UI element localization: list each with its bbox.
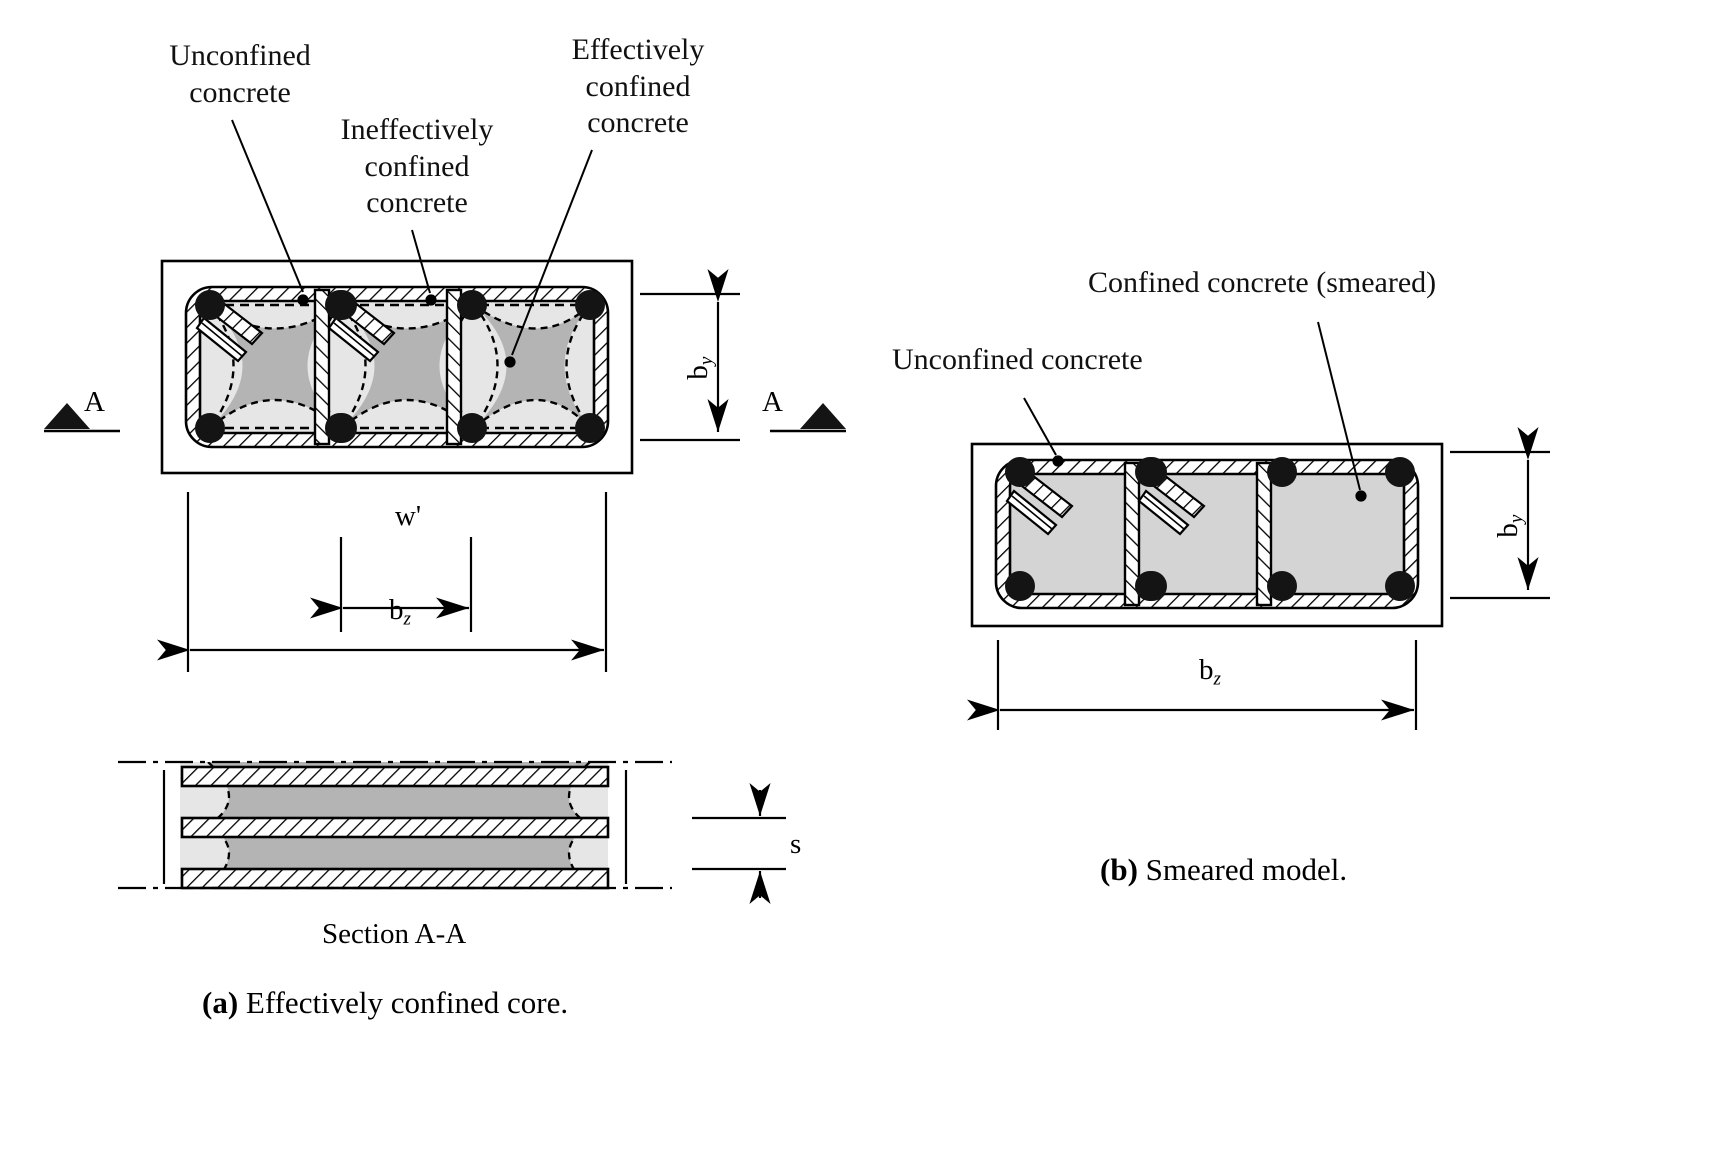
section-mark-left bbox=[44, 403, 120, 433]
section-hoop-bars bbox=[180, 765, 610, 890]
dimension-label-bz-b: bz bbox=[1180, 654, 1240, 690]
cross-tie-legs bbox=[313, 288, 463, 446]
core-centerline-rectangle bbox=[210, 303, 590, 430]
section-mark-right bbox=[770, 403, 846, 433]
dim-bz-sub: z bbox=[403, 608, 411, 630]
leader-lines-panel-a bbox=[231, 119, 593, 368]
rebar-dot bbox=[195, 290, 225, 320]
rebar-dot bbox=[575, 413, 605, 443]
caption-b-text: Smeared model. bbox=[1145, 852, 1348, 887]
dimension-label-by-a: by bbox=[682, 318, 718, 418]
dimension-by-panel-a bbox=[640, 269, 740, 442]
dimension-label-bz-a: bz bbox=[370, 594, 430, 630]
rebar-dot bbox=[1005, 571, 1035, 601]
annotation-unconfined-b: Unconfined concrete bbox=[892, 343, 1143, 376]
rebar-dot bbox=[327, 413, 357, 443]
dim-s-base: s bbox=[790, 828, 802, 860]
rebar-dot bbox=[1385, 457, 1415, 487]
caption-a-text: Effectively confined core. bbox=[245, 985, 569, 1020]
dimension-s bbox=[692, 783, 786, 904]
dimension-bz-panel-b bbox=[967, 640, 1418, 730]
longitudinal-rebars-b bbox=[1005, 457, 1415, 601]
panel-a-section-aa bbox=[118, 760, 786, 904]
dimension-label-s: s bbox=[790, 828, 801, 861]
rebar-dot bbox=[1267, 571, 1297, 601]
dimension-label-by-b: by bbox=[1492, 476, 1528, 576]
rebar-dot bbox=[1385, 571, 1415, 601]
dim-bz-b-base: b bbox=[1199, 654, 1214, 686]
panel-a-cross-section bbox=[44, 119, 846, 672]
section-mark-label-left: A bbox=[84, 386, 105, 418]
rebar-dot bbox=[1005, 457, 1035, 487]
rebar-dot bbox=[195, 413, 225, 443]
rebar-dot bbox=[1267, 457, 1297, 487]
rebar-dot bbox=[327, 290, 357, 320]
dim-wprime-base: w' bbox=[394, 500, 422, 532]
leader-lines-panel-b bbox=[1023, 321, 1367, 502]
rebar-dot bbox=[575, 290, 605, 320]
longitudinal-rebars bbox=[195, 290, 605, 443]
annotation-unconfined-a: Unconfined concrete bbox=[169, 39, 311, 109]
rebar-dot bbox=[1137, 571, 1167, 601]
dim-by-b-base: b bbox=[1491, 523, 1524, 538]
dimension-bz-panel-a bbox=[157, 492, 608, 672]
rebar-dot bbox=[1137, 457, 1167, 487]
dim-by-sub: y bbox=[696, 356, 718, 366]
panel-b-cross-section bbox=[967, 321, 1550, 730]
section-aa-title: Section A-A bbox=[322, 918, 467, 950]
dim-bz-b-sub: z bbox=[1213, 668, 1221, 690]
section-mark-label-right: A bbox=[762, 386, 783, 418]
dim-by-b-sub: y bbox=[1506, 514, 1528, 524]
caption-panel-b: (b) Smeared model. bbox=[1100, 852, 1347, 888]
dimension-by-panel-b bbox=[1450, 427, 1550, 600]
section-centerlines bbox=[118, 760, 672, 890]
dim-bz-base: b bbox=[389, 594, 404, 626]
cross-tie-legs-b bbox=[1123, 461, 1273, 607]
rebar-dot bbox=[457, 290, 487, 320]
smeared-confined-region bbox=[996, 460, 1418, 608]
annotation-confined-smeared: Confined concrete (smeared) bbox=[1088, 266, 1437, 299]
dimension-label-wprime: w' bbox=[378, 500, 438, 533]
annotation-ineffectively-confined: Ineffectively confined concrete bbox=[340, 113, 494, 220]
dim-by-base: b bbox=[681, 365, 714, 380]
caption-b-label: (b) bbox=[1100, 852, 1138, 887]
rebar-dot bbox=[457, 413, 487, 443]
caption-panel-a: (a) Effectively confined core. bbox=[202, 985, 568, 1021]
annotation-effectively-confined: Effectively confined concrete bbox=[571, 33, 705, 140]
caption-a-label: (a) bbox=[202, 985, 239, 1020]
dimension-wprime bbox=[310, 537, 473, 632]
